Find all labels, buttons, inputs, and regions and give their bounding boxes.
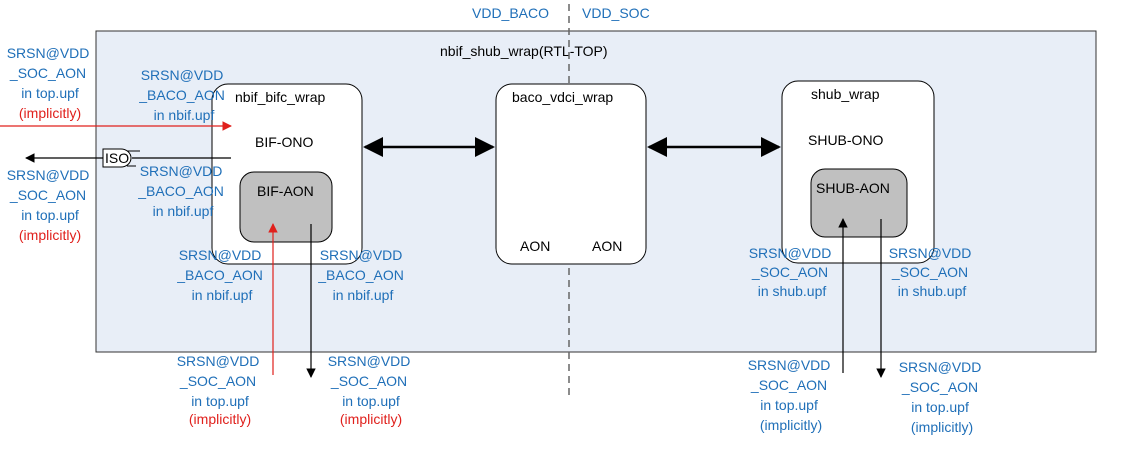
annot-bottom-bif-out: SRSN@VDD _SOC_AON in top.upf [328, 353, 415, 409]
bif-aon-box [239, 171, 333, 243]
shub-aon-box [810, 168, 908, 238]
annot-bottom-shub-in: SRSN@VDD _SOC_AON in top.upf (implicitly… [748, 357, 835, 433]
baco-title: baco_vdci_wrap [512, 89, 613, 105]
shub-aon-label: SHUB-AON [816, 180, 890, 196]
shub-title: shub_wrap [811, 86, 880, 102]
annot-top-left-soc-note: (implicitly) [19, 105, 81, 121]
bif-aon-label: BIF-AON [257, 183, 314, 199]
shub-ono-label: SHUB-ONO [808, 132, 884, 148]
nbif-title: nbif_bifc_wrap [235, 89, 325, 105]
iso-label: ISO [105, 150, 129, 166]
baco-aon-right: AON [592, 238, 622, 254]
iso-cell [102, 148, 132, 168]
annot-shub-in: SRSN@VDD _SOC_AON in shub.upf [749, 245, 836, 299]
wrapper-title: nbif_shub_wrap(RTL-TOP) [440, 43, 608, 59]
domain-label-soc: VDD_SOC [582, 5, 650, 21]
annot-mid-left-soc: SRSN@VDD _SOC_AON in top.upf [7, 167, 94, 223]
annot-bottom-shub-out: SRSN@VDD _SOC_AON in top.upf (implicitly… [899, 359, 986, 435]
annot-mid-left-soc-note: (implicitly) [19, 227, 81, 243]
annot-bottom-bif-out-note: (implicitly) [340, 411, 402, 427]
annot-top-left-soc: SRSN@VDD _SOC_AON in top.upf [7, 45, 94, 101]
annot-bottom-bif-in-note: (implicitly) [189, 411, 251, 427]
annot-bif-in-baco: SRSN@VDD _BACO_AON in nbif.upf [176, 247, 266, 303]
annot-top-left-baco: SRSN@VDD _BACO_AON in nbif.upf [138, 67, 228, 123]
annot-bottom-bif-in: SRSN@VDD _SOC_AON in top.upf [177, 353, 264, 409]
domain-label-baco: VDD_BACO [472, 5, 549, 21]
annot-mid-left-baco: SRSN@VDD _BACO_AON in nbif.upf [137, 163, 227, 219]
annot-bif-out-baco: SRSN@VDD _BACO_AON in nbif.upf [317, 247, 407, 303]
baco-aon-left: AON [520, 238, 550, 254]
annot-shub-out: SRSN@VDD _SOC_AON in shub.upf [889, 245, 976, 299]
nbif-ono-label: BIF-ONO [255, 134, 313, 150]
baco-vdci-wrap-box [495, 83, 647, 265]
